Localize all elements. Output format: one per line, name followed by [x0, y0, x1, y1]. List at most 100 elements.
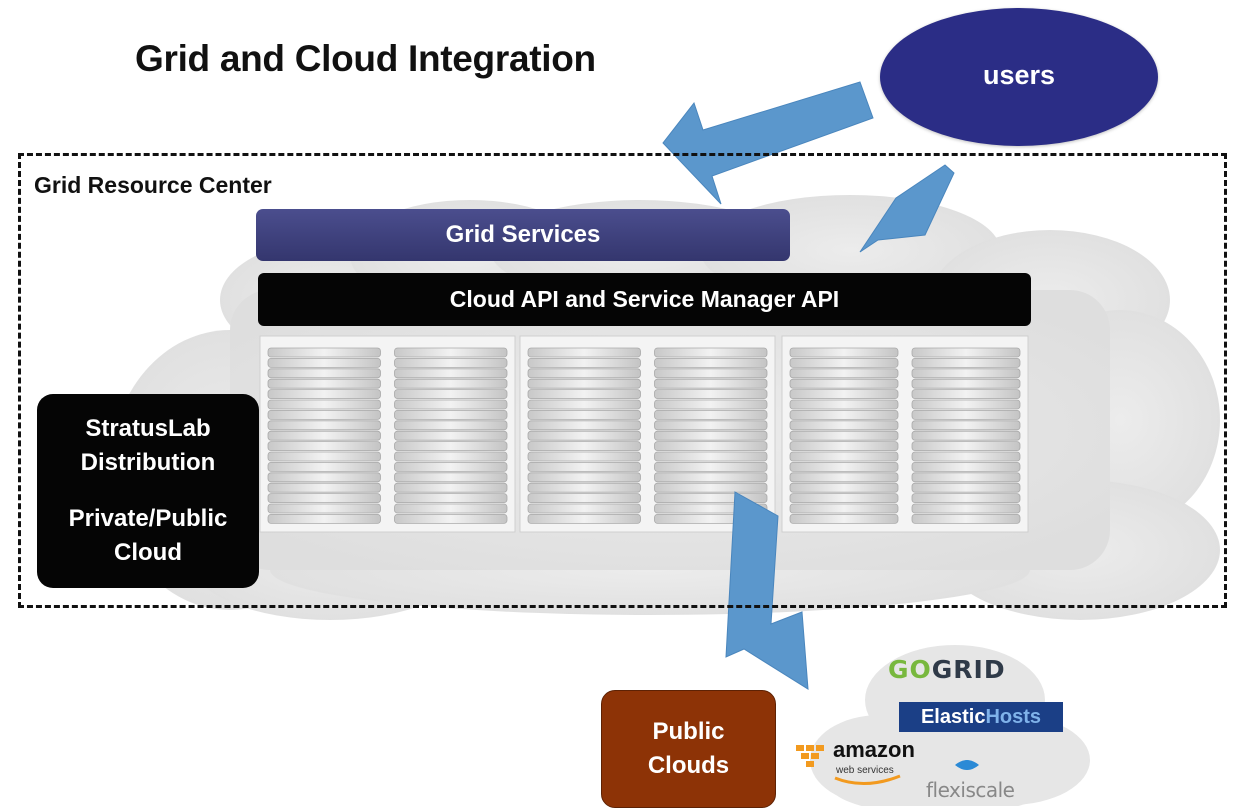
- amazon-logo-mark: [796, 745, 824, 767]
- server-unit: [527, 441, 641, 452]
- server-unit: [527, 430, 641, 441]
- server-unit: [911, 472, 1021, 483]
- elastichosts-logo-prefix: Elastic: [920, 705, 986, 728]
- flexiscale-logo: flexiscale: [926, 778, 1015, 802]
- server-unit: [654, 482, 768, 493]
- arrow-users-to-grid-services: [662, 81, 874, 205]
- server-unit: [654, 357, 768, 368]
- server-unit: [394, 357, 508, 368]
- server-unit: [789, 409, 899, 420]
- server-unit: [789, 389, 899, 400]
- amazon-logo-sub: web services: [836, 765, 894, 776]
- amazon-smile-icon: [834, 774, 901, 786]
- server-unit: [789, 430, 899, 441]
- server-unit: [911, 399, 1021, 410]
- server-unit: [394, 368, 508, 379]
- server-unit: [527, 399, 641, 410]
- server-unit: [654, 441, 768, 452]
- server-unit: [911, 368, 1021, 379]
- gogrid-logo: GOGRID: [888, 655, 1006, 684]
- server-unit: [789, 399, 899, 410]
- server-unit: [394, 514, 508, 524]
- server-unit: [527, 378, 641, 389]
- server-unit: [267, 420, 381, 431]
- server-unit: [789, 378, 899, 389]
- server-unit: [911, 514, 1021, 524]
- server-unit: [394, 347, 508, 358]
- server-unit: [789, 451, 899, 462]
- server-unit: [267, 399, 381, 410]
- server-unit: [527, 389, 641, 400]
- server-unit: [527, 493, 641, 504]
- server-unit: [527, 451, 641, 462]
- server-unit: [527, 357, 641, 368]
- server-unit: [654, 430, 768, 441]
- server-unit: [911, 357, 1021, 368]
- diagram-title: Grid and Cloud Integration: [135, 38, 596, 79]
- server-unit: [267, 493, 381, 504]
- server-unit: [789, 472, 899, 483]
- server-unit: [267, 451, 381, 462]
- server-unit: [789, 441, 899, 452]
- server-unit: [911, 409, 1021, 420]
- elastichosts-logo-main: Hosts: [985, 705, 1042, 728]
- server-unit: [394, 378, 508, 389]
- server-unit: [527, 461, 641, 472]
- server-unit: [394, 441, 508, 452]
- arrow-users-to-cloud-api: [859, 164, 955, 253]
- server-unit: [654, 461, 768, 472]
- server-unit: [267, 368, 381, 379]
- server-unit: [911, 451, 1021, 462]
- server-unit: [654, 347, 768, 358]
- server-unit: [654, 378, 768, 389]
- stratuslab-line-2: Distribution: [80, 449, 216, 476]
- server-unit: [267, 514, 381, 524]
- server-unit: [654, 420, 768, 431]
- users-label: users: [982, 59, 1056, 90]
- server-unit: [654, 399, 768, 410]
- stratuslab-line-3: Private/Public: [68, 505, 228, 532]
- server-unit: [654, 472, 768, 483]
- server-unit: [911, 378, 1021, 389]
- cloud-api-box: Cloud API and Service Manager API: [258, 273, 1031, 326]
- server-unit: [654, 451, 768, 462]
- server-unit: [267, 430, 381, 441]
- server-unit: [911, 441, 1021, 452]
- server-unit: [394, 389, 508, 400]
- server-unit: [911, 503, 1021, 514]
- arrow-racks-to-public-clouds: [725, 491, 809, 690]
- server-unit: [911, 430, 1021, 441]
- server-unit: [911, 461, 1021, 472]
- server-unit: [394, 420, 508, 431]
- server-unit: [394, 451, 508, 462]
- server-unit: [267, 378, 381, 389]
- grid-resource-center-label: Grid Resource Center: [34, 172, 272, 198]
- server-unit: [789, 357, 899, 368]
- server-unit: [527, 482, 641, 493]
- server-unit: [789, 347, 899, 358]
- server-unit: [911, 347, 1021, 358]
- server-unit: [267, 357, 381, 368]
- server-unit: [267, 347, 381, 358]
- server-unit: [911, 389, 1021, 400]
- stratuslab-line-1: StratusLab: [85, 415, 211, 442]
- stratuslab-line-4: Cloud: [114, 539, 182, 566]
- public-clouds-line-2: Clouds: [647, 752, 730, 779]
- server-unit: [527, 420, 641, 431]
- gogrid-logo-prefix: GO: [888, 655, 932, 684]
- server-unit: [267, 503, 381, 514]
- server-unit: [789, 420, 899, 431]
- server-unit: [394, 399, 508, 410]
- server-unit: [394, 493, 508, 504]
- grid-services-label: Grid Services: [445, 221, 601, 248]
- users-node: users: [880, 8, 1158, 146]
- stratuslab-box: StratusLab Distribution Private/Public C…: [37, 394, 259, 588]
- server-unit: [789, 503, 899, 514]
- server-unit: [394, 430, 508, 441]
- server-unit: [654, 409, 768, 420]
- public-clouds-line-1: Public: [652, 718, 725, 745]
- server-unit: [911, 420, 1021, 431]
- gogrid-logo-main: GRID: [931, 655, 1006, 684]
- server-unit: [527, 503, 641, 514]
